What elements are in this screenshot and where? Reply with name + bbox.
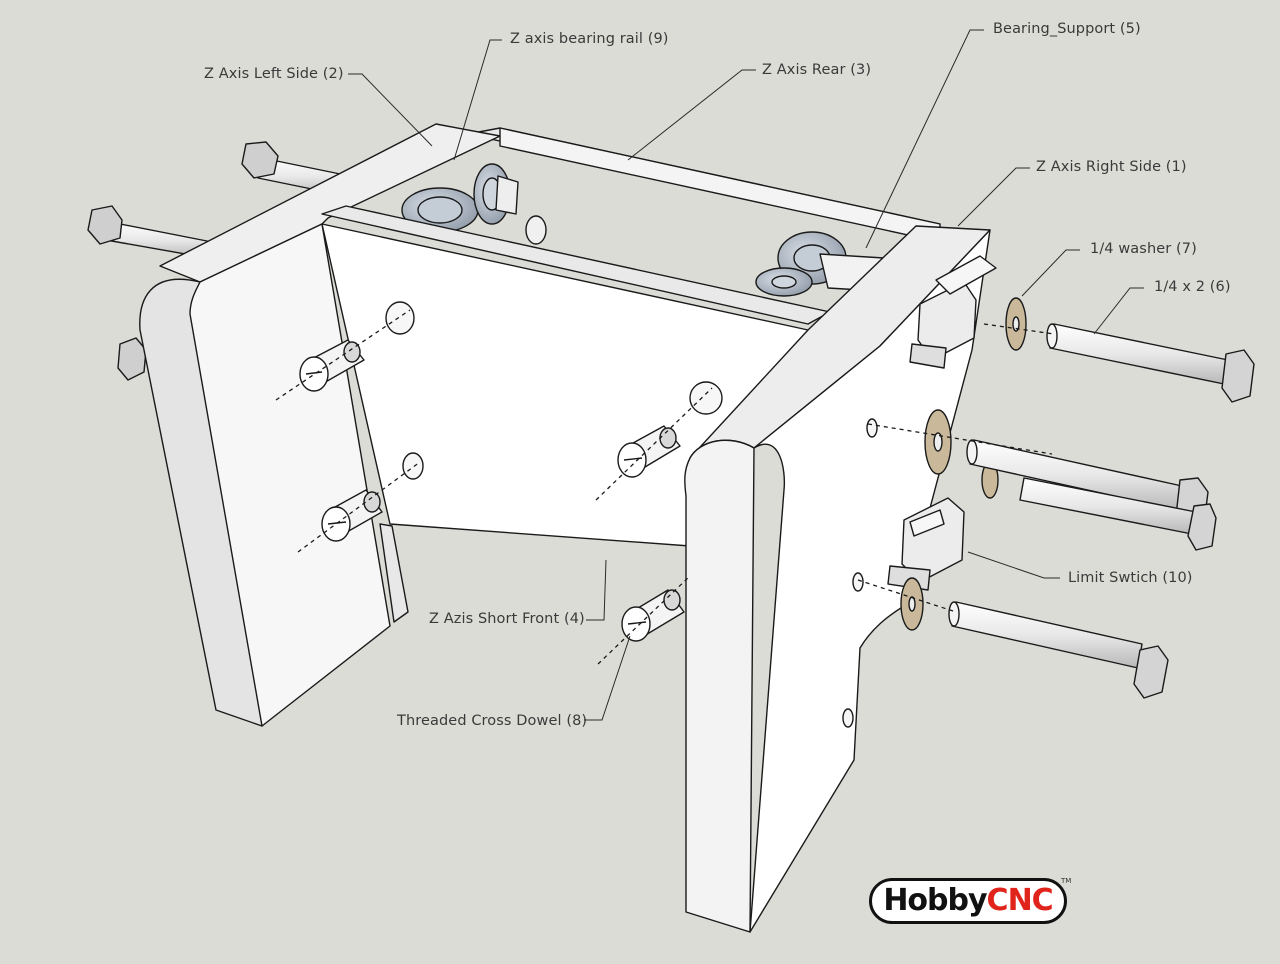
assembly-guide-lines [275,309,1055,665]
label-z-axis-left-side: Z Axis Left Side (2) [204,66,344,82]
washer-1 [1005,297,1027,351]
label-cross-dowel: Threaded Cross Dowel (8) [397,713,588,729]
label-short-front: Z Azis Short Front (4) [429,611,585,627]
logo-text-hobby: Hobby [883,883,987,918]
cross-dowel-4 [621,589,685,642]
logo-text-cnc: CNC [986,883,1054,918]
label-z-axis-rear: Z Axis Rear (3) [762,62,872,78]
washer-2 [924,409,952,475]
label-washer: 1/4 washer (7) [1090,241,1197,257]
label-bolt: 1/4 x 2 (6) [1154,279,1231,295]
z-axis-right-side-inner [684,439,755,933]
bolt-1 [1046,323,1255,403]
z-axis-rear-face [499,127,941,243]
bolt-3 [1019,477,1217,551]
rear-nut [117,337,147,381]
right-hole-2 [852,572,864,592]
limit-switch-lower [887,497,965,591]
bearing-left-group [401,163,519,233]
front-hole-2 [402,452,424,480]
front-hole-1 [385,301,415,335]
logo-trademark: TM [1061,877,1072,885]
bolt-4 [948,601,1169,699]
hobbycnc-logo: HobbyCNC [869,878,1067,924]
washer-4 [900,577,924,631]
right-hole-1 [866,418,878,438]
callout-leaders [348,29,1144,721]
rear-dowel-hole [525,215,547,245]
front-hole-3 [689,381,723,415]
label-z-axis-bearing-rail: Z axis bearing rail (9) [510,31,669,47]
z-azis-short-front-edge [379,523,409,623]
label-limit-switch: Limit Swtich (10) [1068,570,1193,586]
limit-switch-upper [909,255,997,369]
right-hole-3 [842,708,854,728]
cross-dowel-2 [321,489,383,542]
label-z-axis-right-side: Z Axis Right Side (1) [1036,159,1187,175]
label-bearing-support: Bearing_Support (5) [993,21,1141,37]
